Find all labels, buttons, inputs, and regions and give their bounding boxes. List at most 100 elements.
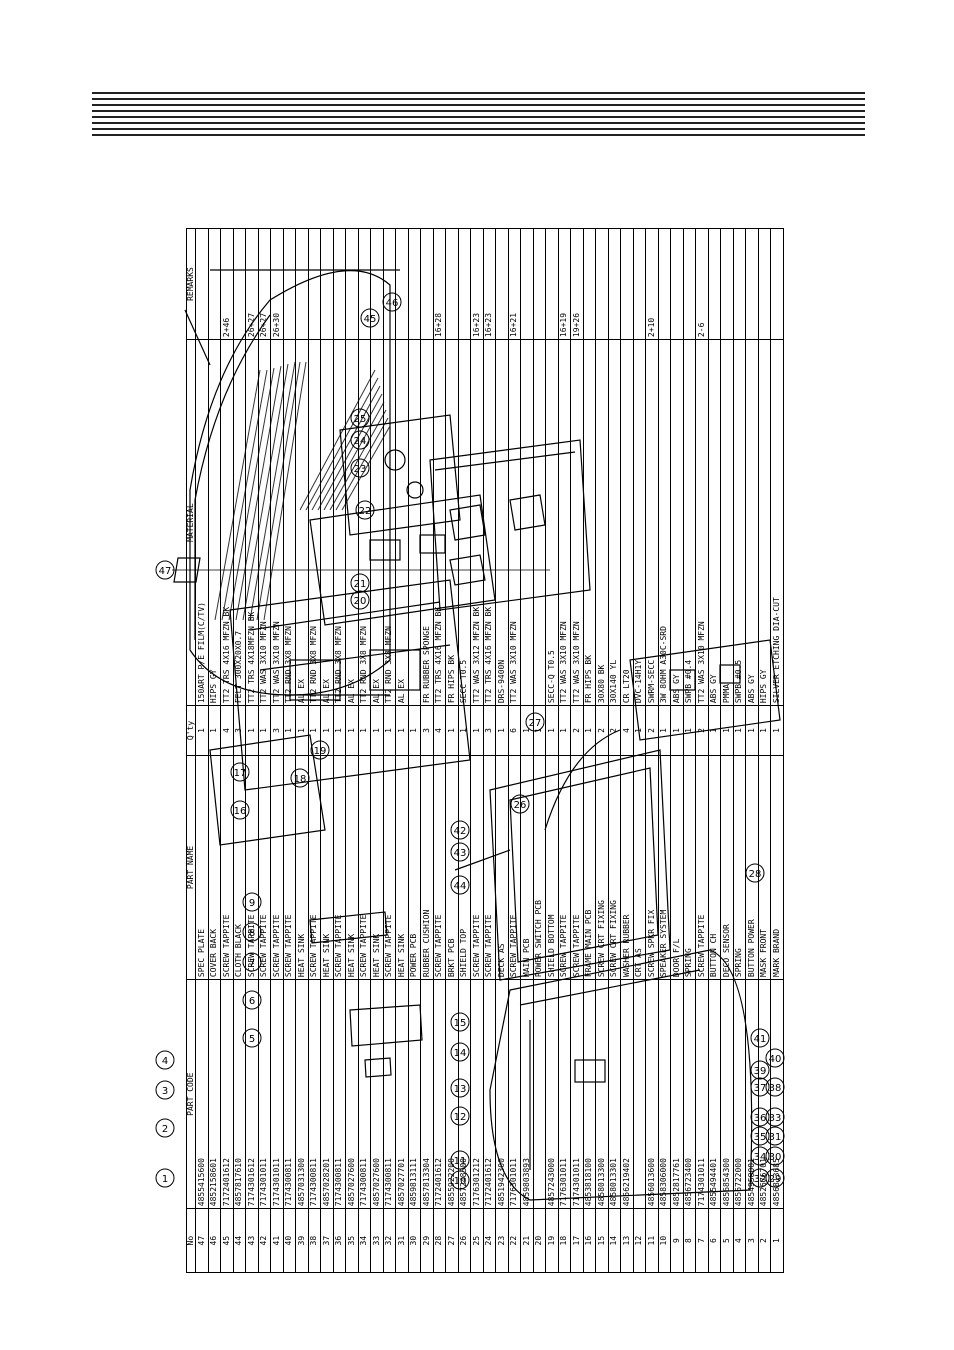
cell-name: SHIELD BOTTOM xyxy=(545,755,558,980)
callout-45: 45 xyxy=(364,314,377,325)
cell-remarks xyxy=(733,228,746,340)
cell-remarks xyxy=(333,228,346,340)
cell-qty: 3 xyxy=(420,705,433,756)
door-drawing xyxy=(309,911,388,944)
cell-qty: 1 xyxy=(470,705,483,756)
cell-name: BRKT PCB xyxy=(445,755,458,980)
cell-code: 4857028201 xyxy=(320,979,333,1209)
header-rule xyxy=(92,92,865,140)
cell-qty: 3 xyxy=(270,705,283,756)
cell-no: 15 xyxy=(595,1208,608,1273)
cell-code: 7176301212 xyxy=(470,979,483,1209)
cell-code: 4857031300 xyxy=(295,979,308,1209)
cell-remarks: 26+27 xyxy=(258,228,271,340)
cell-remarks xyxy=(345,228,358,340)
cell-material: DVC-14H1Y xyxy=(633,339,646,706)
cell-remarks xyxy=(583,228,596,340)
cell-code: 4851942300 xyxy=(495,979,508,1209)
cell-remarks xyxy=(720,228,733,340)
cell-qty: 1 xyxy=(520,705,533,756)
cell-no: 37 xyxy=(320,1208,333,1273)
callout-9: 9 xyxy=(249,898,255,909)
cell-no: 46 xyxy=(208,1208,221,1273)
callout-18: 18 xyxy=(294,774,307,785)
cell-material: TT2 WAS 3X10 MFZN xyxy=(508,339,521,706)
cell-qty: 1 xyxy=(495,705,508,756)
cell-code: 7174301011 xyxy=(270,979,283,1209)
cell-qty: 1 xyxy=(558,705,571,756)
cell-name: SCREW TAPPITE xyxy=(245,755,258,980)
cell-no: 33 xyxy=(370,1208,383,1273)
cell-material: 30X80 BK xyxy=(595,339,608,706)
shield-top-drawing xyxy=(429,439,591,611)
cell-qty: 6 xyxy=(508,705,521,756)
callout-30: 30 xyxy=(769,1152,782,1163)
cell-remarks xyxy=(208,228,221,340)
cell-material: FR RUBBER SPONGE xyxy=(420,339,433,706)
cell-name: SCREW TAPPITE xyxy=(333,755,346,980)
cell-no: 40 xyxy=(283,1208,296,1273)
cell-name: SCREW TAPPITE xyxy=(558,755,571,980)
cell-code: 7174300811 xyxy=(358,979,371,1209)
cell-material: CR LT20 xyxy=(620,339,633,706)
cell-code: 7174301011 xyxy=(695,979,708,1209)
cover-back-drawing xyxy=(184,269,400,696)
cell-remarks xyxy=(758,228,771,340)
cell-name: SCREW CRT FIXING xyxy=(595,755,608,980)
cell-remarks xyxy=(458,228,471,340)
cell-qty: 1 xyxy=(720,705,733,756)
cell-qty: 1 xyxy=(658,705,671,756)
cell-material: TT2 RND 3X8 MFZN xyxy=(333,339,346,706)
cell-code: 4856723400 xyxy=(683,979,696,1209)
cell-name: SCREW TAPPITE xyxy=(270,755,283,980)
callout-21: 21 xyxy=(354,579,367,590)
cell-no: 27 xyxy=(445,1208,458,1273)
cell-code: 7174301612 xyxy=(245,979,258,1209)
cell-code: 4857027600 xyxy=(345,979,358,1209)
callout-27: 27 xyxy=(529,718,542,729)
cell-name: POWER SWITCH PCB xyxy=(533,755,546,980)
cell-no: 14 xyxy=(608,1208,621,1273)
cell-name: HEAT SINK xyxy=(320,755,333,980)
cell-remarks xyxy=(283,228,296,340)
cell-material: SWPB #0.4 xyxy=(683,339,696,706)
cell-name: SCREW TAPPITE xyxy=(570,755,583,980)
cell-no: 17 xyxy=(570,1208,583,1273)
cell-code: 7176301011 xyxy=(558,979,571,1209)
callout-8: 8 xyxy=(249,928,255,939)
cell-code: 4853818100 xyxy=(583,979,596,1209)
cell-material xyxy=(520,339,533,706)
callout-10: 10 xyxy=(454,1176,467,1187)
cell-qty: 1 xyxy=(733,705,746,756)
cell-material xyxy=(408,339,421,706)
callout-47: 47 xyxy=(159,566,172,577)
cell-remarks xyxy=(233,228,246,340)
cell-code: 4858013300 xyxy=(595,979,608,1209)
cell-remarks xyxy=(620,228,633,340)
callout-36: 36 xyxy=(754,1113,767,1124)
cell-remarks: 19+26 xyxy=(570,228,583,340)
cell-qty: 1 xyxy=(395,705,408,756)
cell-no: 35 xyxy=(345,1208,358,1273)
cell-remarks xyxy=(633,228,646,340)
callout-12: 12 xyxy=(454,1112,467,1123)
cell-name: COVER BACK xyxy=(208,755,221,980)
cell-material: PMMA xyxy=(720,339,733,706)
cell-remarks xyxy=(658,228,671,340)
callout-46: 46 xyxy=(386,298,399,309)
cell-code: 4859813111 xyxy=(408,979,421,1209)
cell-code: 4852817761 xyxy=(670,979,683,1209)
cell-name: MAIN PCB xyxy=(520,755,533,980)
cell-code: 4857813304 xyxy=(420,979,433,1209)
